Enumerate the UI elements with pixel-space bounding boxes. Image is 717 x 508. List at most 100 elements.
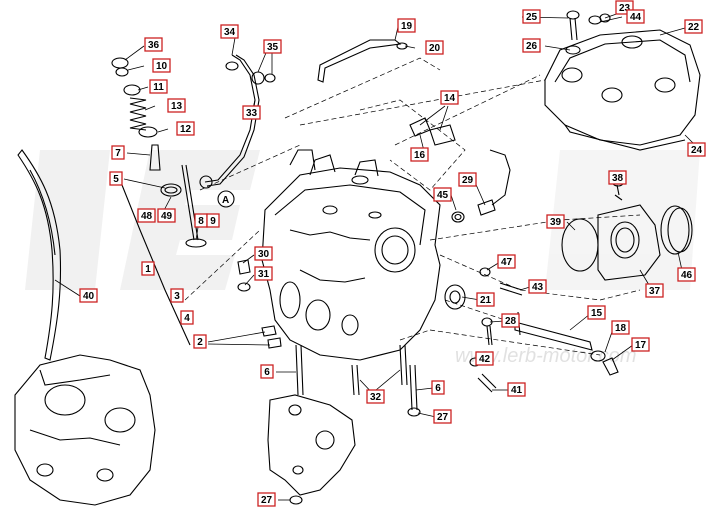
- callout-box: [180, 310, 194, 325]
- callout-box: [631, 337, 650, 352]
- callout-number: 42: [479, 354, 491, 365]
- callout-box: [507, 382, 526, 397]
- callout-number: 26: [526, 41, 538, 52]
- cylinder-head: [261, 149, 441, 361]
- callout-18: 18: [611, 320, 630, 335]
- callout-number: 6: [435, 383, 441, 394]
- callout-37: 37: [645, 283, 664, 298]
- callout-box: [645, 283, 664, 298]
- callout-box: [677, 267, 696, 282]
- callout-bracket-1: [121, 184, 191, 346]
- callout-26: 26: [522, 38, 541, 53]
- callout-11: 11: [149, 79, 168, 94]
- callout-box: [458, 172, 477, 187]
- callout-number: 30: [258, 249, 270, 260]
- callout-20: 20: [425, 40, 444, 55]
- callout-box: [608, 170, 627, 185]
- callout-number: 19: [401, 21, 413, 32]
- callout-box: [137, 208, 156, 223]
- callout-number: 38: [612, 173, 624, 184]
- callout-17: 17: [631, 337, 650, 352]
- callout-number: 25: [526, 12, 538, 23]
- callout-number: 43: [532, 282, 544, 293]
- callout-box: [111, 145, 125, 160]
- watermark: www.lerb-motor.com: [25, 150, 700, 367]
- callout-box: [167, 98, 186, 113]
- callout-box: [684, 19, 703, 34]
- callout-number: 1: [145, 264, 151, 275]
- callout-number: 34: [224, 27, 236, 38]
- callout-box: [528, 279, 547, 294]
- callout-30: 30: [254, 246, 273, 261]
- callout-13: 13: [167, 98, 186, 113]
- callout-number: 17: [635, 340, 647, 351]
- callout-4: 4: [180, 310, 194, 325]
- callout-box: [263, 39, 282, 54]
- callout-28: 28: [501, 313, 520, 328]
- callout-34: 34: [220, 24, 239, 39]
- callout-10: 10: [152, 58, 171, 73]
- callout-box: [410, 147, 429, 162]
- callout-number: 48: [141, 211, 153, 222]
- callout-number: 28: [505, 316, 517, 327]
- callout-number: 49: [161, 211, 173, 222]
- callout-49: 49: [157, 208, 176, 223]
- callout-number: 44: [630, 12, 642, 23]
- studs: [261, 325, 421, 417]
- callout-box: [587, 305, 606, 320]
- callout-number: 22: [688, 22, 700, 33]
- intake-manifold: [561, 179, 693, 281]
- callout-number: 37: [649, 286, 661, 297]
- callout-number: 12: [180, 124, 192, 135]
- callout-9: 9: [206, 213, 220, 228]
- callout-box: [522, 9, 541, 24]
- callout-7: 7: [111, 145, 125, 160]
- callout-box: [476, 292, 495, 307]
- callout-box: [626, 9, 645, 24]
- engine-mount: [267, 394, 356, 505]
- callout-box: [257, 492, 276, 507]
- chain-guide-rib: [29, 169, 56, 256]
- callout-43: 43: [528, 279, 547, 294]
- callout-46: 46: [677, 267, 696, 282]
- callout-box: [79, 288, 98, 303]
- callout-number: 27: [437, 412, 449, 423]
- callout-15: 15: [587, 305, 606, 320]
- callout-33: 33: [242, 105, 261, 120]
- callout-5: 5: [109, 171, 123, 186]
- callout-box: [220, 24, 239, 39]
- callout-40: 40: [79, 288, 98, 303]
- callout-number: 47: [501, 257, 513, 268]
- callout-number: 7: [115, 148, 121, 159]
- callout-6b: 6: [431, 380, 445, 395]
- callout-box: [497, 254, 516, 269]
- callout-box: [431, 380, 445, 395]
- callout-12: 12: [176, 121, 195, 136]
- callout-box: [611, 320, 630, 335]
- callout-27b: 27: [257, 492, 276, 507]
- callout-box: [366, 389, 385, 404]
- callout-box: [152, 58, 171, 73]
- callout-31: 31: [254, 266, 273, 281]
- callout-32: 32: [366, 389, 385, 404]
- callout-14: 14: [440, 90, 459, 105]
- callout-19: 19: [397, 18, 416, 33]
- callout-box: [144, 37, 163, 52]
- callout-number: 14: [444, 93, 456, 104]
- callout-number: 40: [83, 291, 95, 302]
- callout-number: 20: [429, 43, 441, 54]
- callout-box: [254, 246, 273, 261]
- callout-number: 3: [174, 291, 180, 302]
- callout-box: [687, 142, 706, 157]
- callout-27a: 27: [433, 409, 452, 424]
- callout-number: 45: [437, 190, 449, 201]
- watermark-url: www.lerb-motor.com: [455, 345, 637, 367]
- callout-number: 15: [591, 308, 603, 319]
- callout-35: 35: [263, 39, 282, 54]
- callout-box: [109, 171, 123, 186]
- callout-number: 16: [414, 150, 426, 161]
- callout-box: [440, 90, 459, 105]
